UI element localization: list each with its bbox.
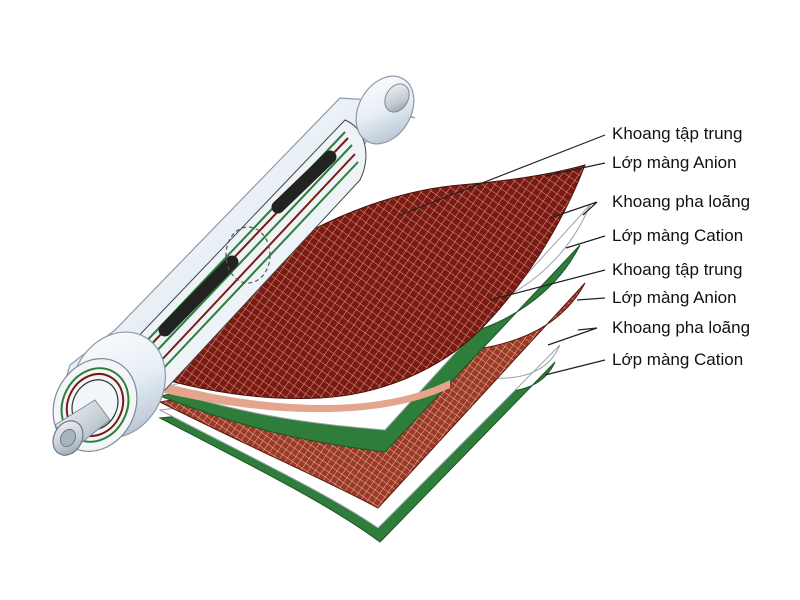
leader-line-6	[576, 297, 606, 301]
leader-line-1	[399, 134, 606, 216]
membrane-roll	[52, 75, 416, 456]
layer-light-brown-edge	[160, 380, 450, 413]
leader-lines	[399, 134, 606, 376]
leader-line-8	[544, 359, 606, 376]
leader-line-3	[549, 201, 598, 219]
label-dilute-chamber-1: Khoang pha loãng	[612, 192, 751, 211]
leader-line-5	[489, 269, 606, 301]
label-cation-membrane-1: Lớp màng Cation	[612, 226, 744, 245]
label-concentrate-chamber-1: Khoang tập trung	[612, 124, 743, 143]
label-dilute-chamber-2: Khoang pha loãng	[612, 318, 751, 337]
label-cation-membrane-2: Lớp màng Cation	[612, 350, 744, 369]
leader-line-7	[547, 327, 598, 346]
leader-line-2	[544, 162, 606, 177]
label-concentrate-chamber-2: Khoang tập trung	[612, 260, 743, 279]
label-anion-membrane-2: Lớp màng Anion	[612, 288, 737, 307]
label-anion-membrane-1: Lớp màng Anion	[612, 153, 737, 172]
leader-line-4	[565, 235, 606, 249]
